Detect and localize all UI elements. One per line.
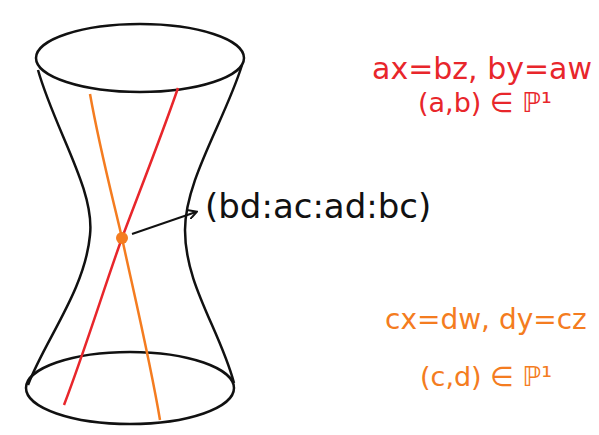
red-equations: ax=bz, by=aw: [372, 52, 592, 85]
top-ellipse: [36, 24, 244, 92]
orange-ruling-line: [90, 94, 160, 420]
pointer-arrow: [132, 212, 196, 234]
orange-equations: cx=dw, dy=cz: [385, 305, 587, 336]
point-coordinates: (bd:ac:ad:bc): [205, 188, 431, 225]
red-ruling-line: [64, 88, 178, 405]
red-parameter: (a,b) ∈ ℙ¹: [418, 88, 552, 118]
bottom-ellipse: [26, 352, 234, 424]
intersection-point: [116, 232, 128, 244]
left-side: [28, 70, 90, 385]
orange-parameter: (c,d) ∈ ℙ¹: [420, 362, 552, 392]
